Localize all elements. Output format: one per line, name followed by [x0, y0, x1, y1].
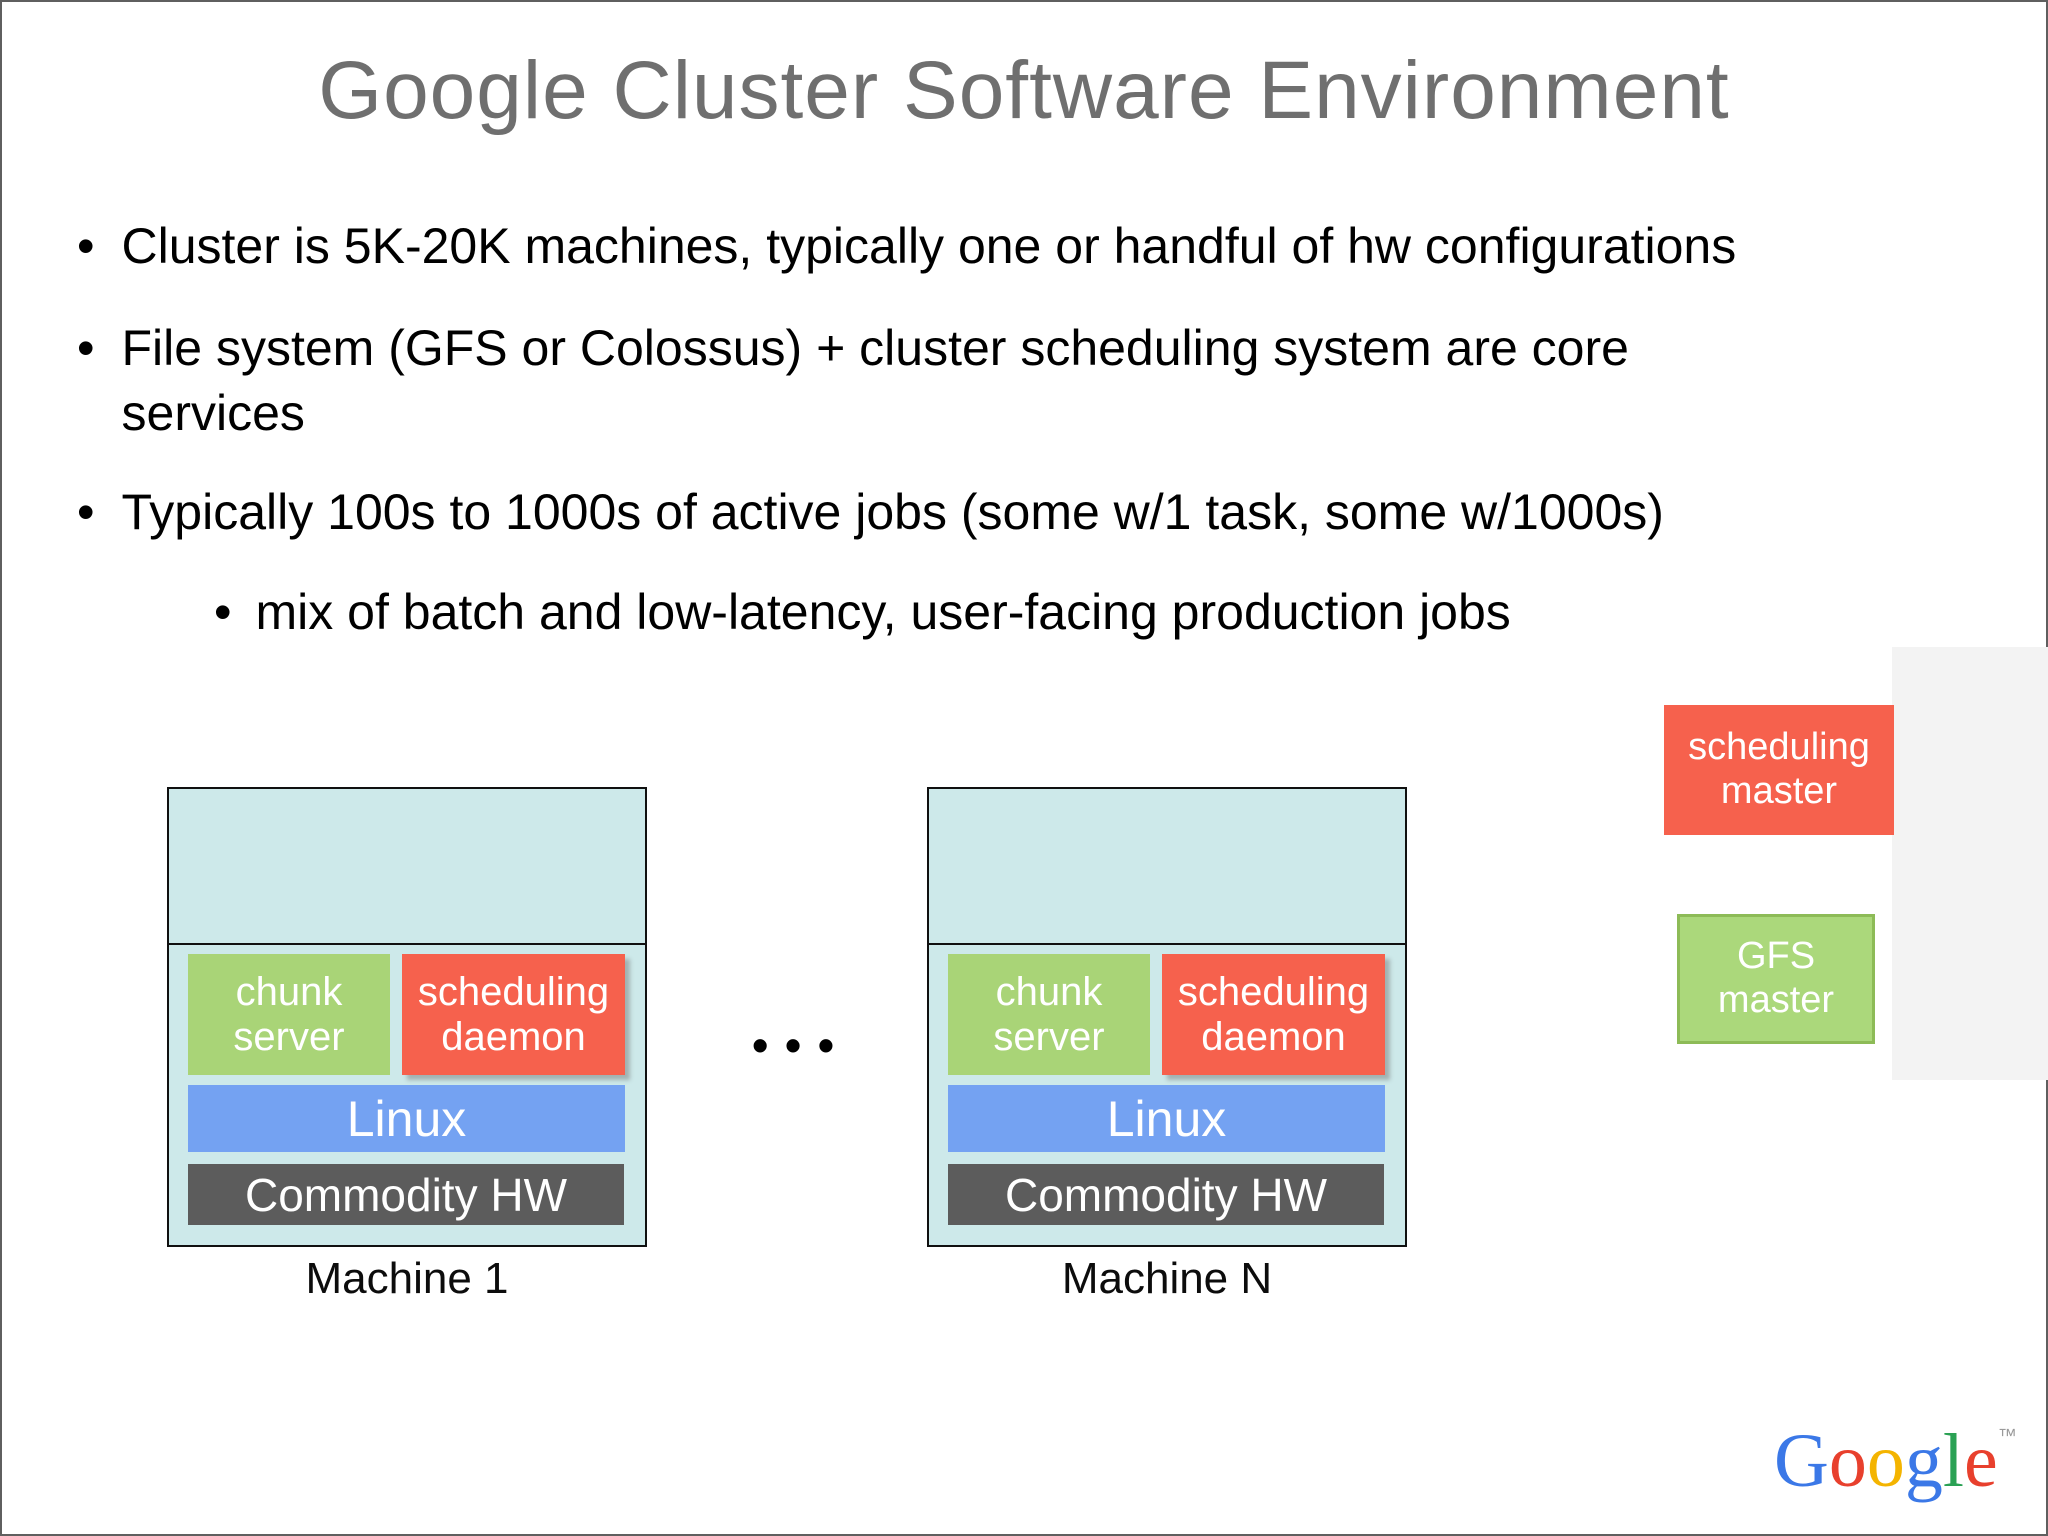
commodity-hw-bar: Commodity HW	[948, 1164, 1384, 1225]
bullet-file-system-text: File system (GFS or Colossus) + cluster …	[122, 316, 1629, 446]
bullet-cluster-size: • Cluster is 5K-20K machines, typically …	[77, 214, 1736, 279]
gfs-master-box: GFS master	[1677, 914, 1875, 1044]
machines-ellipsis: • • •	[752, 1019, 836, 1071]
gfs-master-label: GFS master	[1717, 935, 1835, 1021]
machine-1-user-task-area	[169, 789, 645, 945]
linux-bar: Linux	[948, 1085, 1385, 1152]
machine-1-box: chunk server scheduling daemon Linux Com…	[167, 787, 647, 1247]
bullet-file-system: • File system (GFS or Colossus) + cluste…	[77, 316, 1629, 446]
page-title: Google Cluster Software Environment	[318, 45, 1730, 136]
bullet-marker: •	[214, 584, 232, 640]
chunk-server-label: chunk server	[233, 969, 345, 1059]
scheduling-daemon-box: scheduling daemon	[1162, 954, 1385, 1075]
sub-bullet-job-mix-text: mix of batch and low-latency, user-facin…	[255, 584, 1511, 640]
commodity-hw-bar: Commodity HW	[188, 1164, 624, 1225]
right-gray-panel	[1892, 647, 2048, 1080]
linux-bar: Linux	[188, 1085, 625, 1152]
bullet-active-jobs-text: Typically 100s to 1000s of active jobs (…	[121, 484, 1664, 540]
chunk-server-label: chunk server	[993, 969, 1105, 1059]
bullet-marker: •	[77, 484, 95, 540]
sub-bullet-job-mix: • mix of batch and low-latency, user-fac…	[214, 580, 1511, 645]
scheduling-daemon-label: scheduling daemon	[1177, 969, 1370, 1059]
scheduling-master-label: scheduling master	[1688, 726, 1870, 812]
linux-label: Linux	[346, 1090, 467, 1147]
bullet-file-system-line2: services	[121, 385, 305, 441]
chunk-server-box: chunk server	[188, 954, 390, 1075]
scheduling-daemon-box: scheduling daemon	[402, 954, 625, 1075]
machine-n-process-row: chunk server scheduling daemon	[948, 954, 1385, 1075]
bullet-file-system-line1: File system (GFS or Colossus) + cluster …	[121, 320, 1629, 376]
bullet-marker: •	[77, 320, 95, 376]
machine-1-process-row: chunk server scheduling daemon	[188, 954, 625, 1075]
google-logo: Google™	[1774, 1419, 2017, 1504]
commodity-hw-label: Commodity HW	[1004, 1168, 1328, 1221]
commodity-hw-label: Commodity HW	[244, 1168, 568, 1221]
machine-1-label: Machine 1	[305, 1254, 509, 1303]
machine-n-label: Machine N	[1061, 1254, 1273, 1303]
bullet-cluster-size-text: Cluster is 5K-20K machines, typically on…	[121, 218, 1737, 274]
bullet-active-jobs: • Typically 100s to 1000s of active jobs…	[77, 480, 1664, 545]
scheduling-daemon-label: scheduling daemon	[417, 969, 610, 1059]
linux-label: Linux	[1106, 1090, 1227, 1147]
scheduling-master-box: scheduling master	[1664, 705, 1894, 835]
google-logo-letters: Google	[1774, 1419, 1998, 1503]
trademark-symbol: ™	[1997, 1426, 2017, 1447]
machine-n-box: chunk server scheduling daemon Linux Com…	[927, 787, 1407, 1247]
bullet-marker: •	[77, 218, 95, 274]
machine-n-user-task-area	[929, 789, 1405, 945]
chunk-server-box: chunk server	[948, 954, 1150, 1075]
